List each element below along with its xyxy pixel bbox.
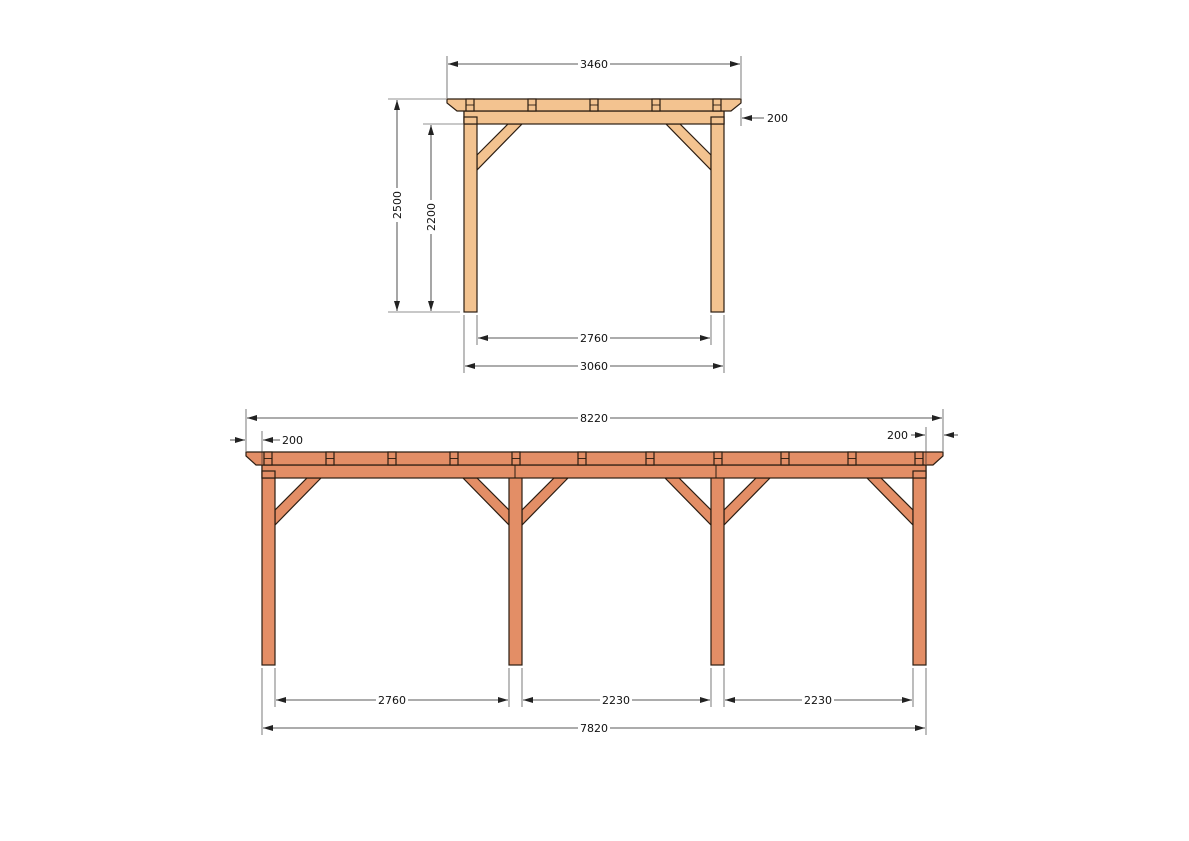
dimension-label: 8220 xyxy=(580,412,608,425)
knee-brace xyxy=(723,477,772,527)
beam xyxy=(463,110,725,125)
dimension-overhang-left: 200 xyxy=(230,431,303,464)
dimension-label: 3460 xyxy=(580,58,608,71)
dimension-label: 200 xyxy=(282,434,303,447)
knee-brace xyxy=(476,123,524,172)
dimension-label: 200 xyxy=(887,429,908,442)
front-view: 8220 200 200 2760 2230 xyxy=(230,409,958,735)
dimension-bay-3: 2230 xyxy=(723,668,914,707)
post xyxy=(710,464,725,666)
knee-brace xyxy=(663,477,712,527)
dimension-label: 7820 xyxy=(580,722,608,735)
dimension-label: 3060 xyxy=(580,360,608,373)
dimension-label: 2230 xyxy=(804,694,832,707)
dimension-bay-2: 2230 xyxy=(521,668,712,707)
post xyxy=(463,110,478,313)
post-cap xyxy=(710,116,725,125)
knee-brace xyxy=(461,477,510,527)
post xyxy=(508,464,523,666)
dimension-overall-length: 8220 xyxy=(245,409,944,451)
dimension-overall-width: 3460 xyxy=(446,56,742,98)
post-cap xyxy=(261,470,276,479)
post-cap xyxy=(463,116,478,125)
side-view-structure xyxy=(446,98,742,313)
dimension-post-height: 2200 xyxy=(423,123,463,311)
post xyxy=(710,110,725,313)
front-view-structure xyxy=(245,451,944,666)
dimension-bay-1: 2760 xyxy=(274,668,510,707)
roof-purlin-beam xyxy=(245,451,944,466)
dimension-label: 2760 xyxy=(378,694,406,707)
dimension-total-height: 2500 xyxy=(388,98,460,313)
dimension-overhang-right: 200 xyxy=(887,427,958,464)
side-view: 3460 200 2500 2200 2760 xyxy=(388,56,788,373)
dimension-outer-span: 7820 xyxy=(261,668,927,735)
dimension-label: 2230 xyxy=(602,694,630,707)
beam xyxy=(261,464,927,479)
post-cap xyxy=(912,470,927,479)
dimension-outer-span: 3060 xyxy=(463,315,725,373)
knee-brace xyxy=(521,477,570,527)
knee-brace xyxy=(274,477,323,527)
knee-brace xyxy=(865,477,914,527)
dimension-overhang: 200 xyxy=(740,108,788,126)
knee-brace xyxy=(664,123,712,172)
dimension-label: 2200 xyxy=(425,203,438,231)
post xyxy=(912,464,927,666)
dimension-label: 2760 xyxy=(580,332,608,345)
dimension-inner-span: 2760 xyxy=(476,315,712,345)
dimension-label: 2500 xyxy=(391,191,404,219)
post xyxy=(261,464,276,666)
dimension-label: 200 xyxy=(767,112,788,125)
